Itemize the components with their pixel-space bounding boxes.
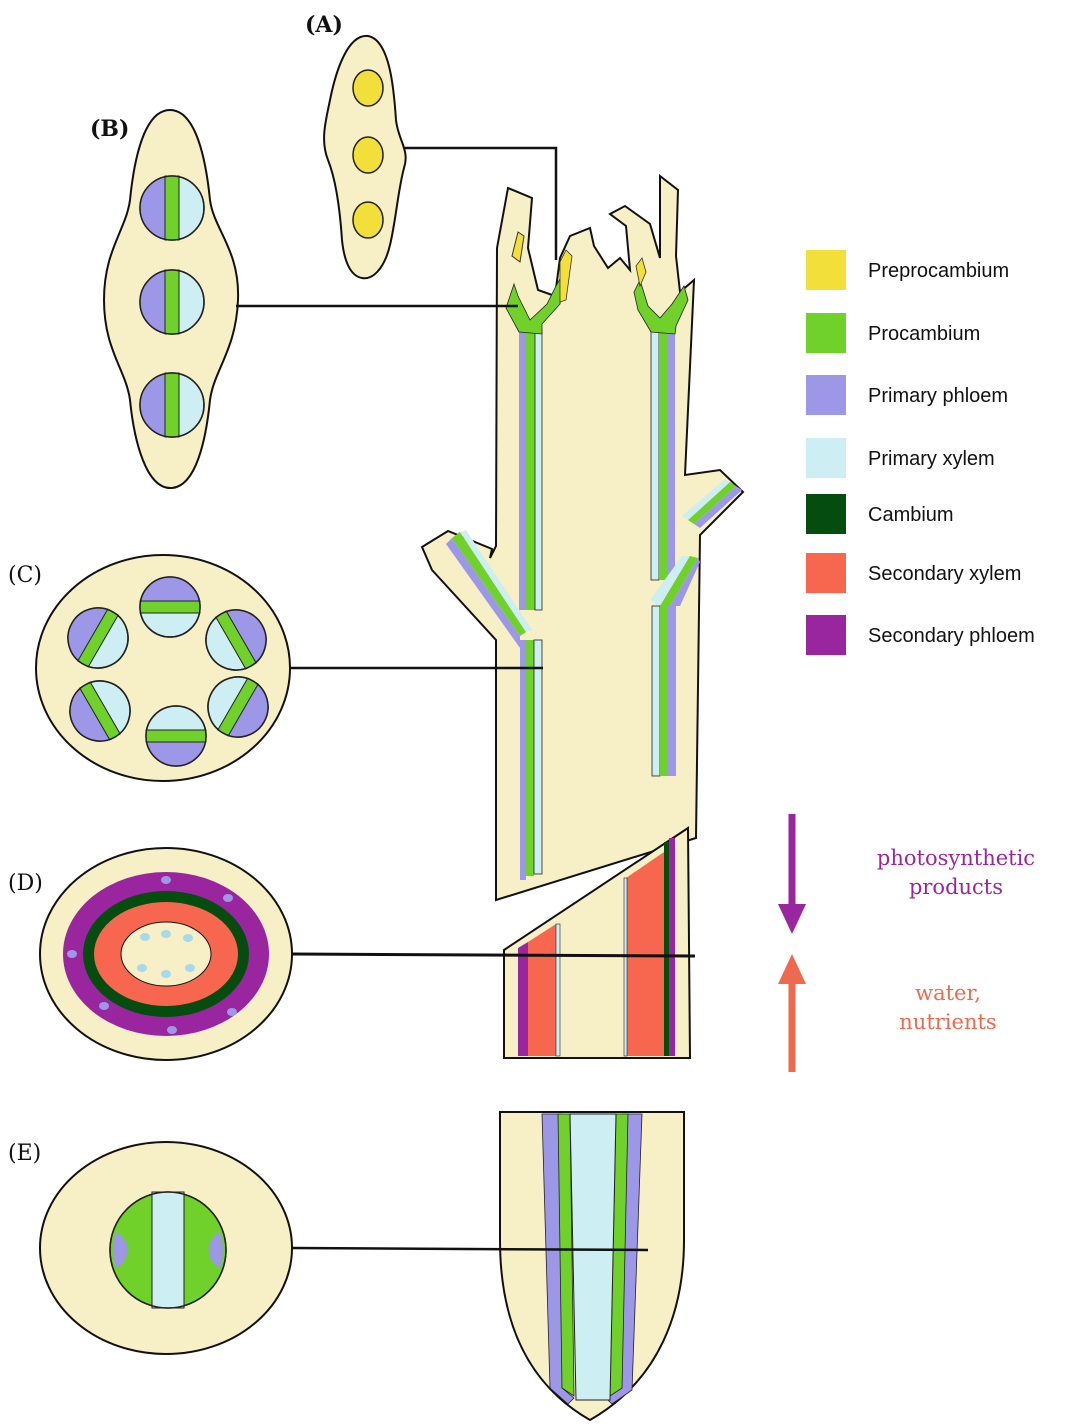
cross-section-d (40, 848, 292, 1060)
root-longitudinal-section (500, 1112, 684, 1420)
legend-swatch (806, 438, 846, 478)
flow-up-arrow (778, 954, 806, 1072)
legend-item: Preprocambium (806, 250, 1009, 290)
connector-a (404, 148, 556, 260)
legend-item: Primary xylem (806, 438, 995, 478)
arrow-down-icon (778, 904, 806, 934)
vascular-bundle (140, 176, 204, 240)
flow-up-label-line1: water, (915, 981, 981, 1005)
panel-label-a: (A) (305, 12, 343, 38)
cross-section-c (36, 555, 290, 781)
primary-xylem-strand (651, 330, 659, 580)
legend-item: Secondary xylem (806, 553, 1021, 593)
primary-xylem-plate (152, 1192, 184, 1308)
primary-phloem-strand (519, 330, 526, 610)
cross-section-b (104, 110, 238, 488)
flow-down-label-line1: photosynthetic (877, 846, 1035, 870)
legend-label: Preprocambium (868, 260, 1009, 282)
procambium-strand (659, 330, 668, 580)
panel-label-b: (B) (90, 116, 129, 142)
legend-label: Secondary xylem (868, 563, 1021, 585)
flow-down-arrow (778, 814, 806, 934)
vascular-bundle (140, 577, 200, 637)
preprocambium-strand (353, 137, 383, 173)
legend-item: Cambium (806, 494, 954, 534)
panel-label-e: (E) (8, 1141, 41, 1166)
legend-swatch (806, 553, 846, 593)
vascular-bundle (140, 373, 204, 437)
cross-section-e (40, 1142, 292, 1354)
shoot-longitudinal-section (422, 176, 743, 900)
connector-d (292, 954, 695, 956)
legend-swatch (806, 375, 846, 415)
primary-xylem-strand (535, 330, 542, 610)
flow-down-label-line2: products (909, 875, 1003, 899)
legend-swatch (806, 494, 846, 534)
legend-swatch (806, 313, 846, 353)
legend-swatch (806, 615, 846, 655)
vascular-bundle (146, 706, 206, 766)
arrow-up-icon (778, 954, 806, 984)
vascular-bundle (140, 270, 204, 334)
primary-phloem-strand (668, 330, 675, 580)
preprocambium-strand (353, 70, 383, 106)
cross-section-a (324, 36, 406, 278)
procambium-strand (526, 330, 535, 610)
panel-label-d: (D) (8, 871, 43, 896)
legend-swatch (806, 250, 846, 290)
flow-up-label-line2: nutrients (899, 1010, 996, 1034)
legend-item: Secondary phloem (806, 615, 1035, 655)
primary-xylem-core (570, 1114, 616, 1400)
legend-item: Procambium (806, 313, 980, 353)
legend-label: Primary xylem (868, 448, 995, 470)
legend-label: Primary phloem (868, 385, 1008, 407)
panel-label-c: (C) (8, 563, 42, 588)
legend-item: Primary phloem (806, 375, 1008, 415)
legend-label: Secondary phloem (868, 625, 1035, 647)
preprocambium-strand (353, 202, 383, 238)
legend-label: Procambium (868, 323, 980, 345)
legend-label: Cambium (868, 504, 954, 526)
